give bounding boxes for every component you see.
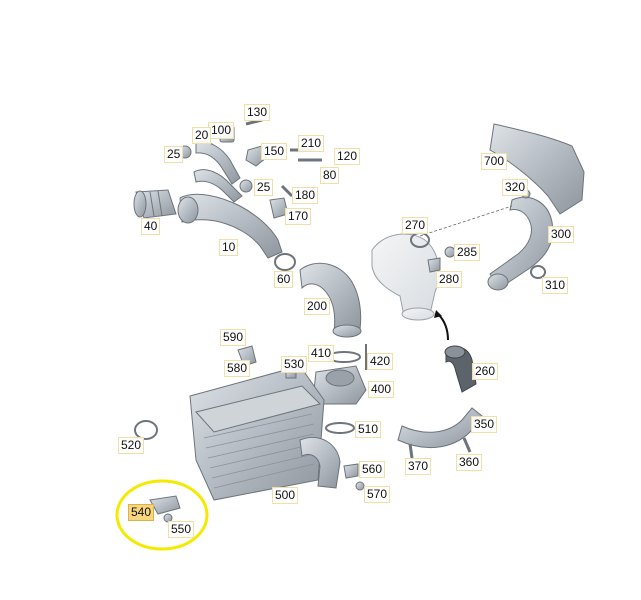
callout-360[interactable]: 360 <box>456 454 483 471</box>
air-duct-10 <box>177 193 283 259</box>
callout-80[interactable]: 80 <box>320 167 340 184</box>
callout-590[interactable]: 590 <box>220 329 247 346</box>
callout-40[interactable]: 40 <box>141 218 161 235</box>
callout-60[interactable]: 60 <box>274 271 294 288</box>
callout-550[interactable]: 550 <box>168 521 195 538</box>
leader-dashed <box>419 205 513 237</box>
callout-100[interactable]: 100 <box>208 122 235 139</box>
callout-580[interactable]: 580 <box>224 360 251 377</box>
pipe-350 <box>397 407 483 459</box>
callout-120[interactable]: 120 <box>334 148 361 165</box>
callout-170[interactable]: 170 <box>285 208 312 225</box>
callout-180[interactable]: 180 <box>292 187 319 204</box>
seal-520 <box>134 420 158 440</box>
callout-25-top[interactable]: 25 <box>164 146 184 163</box>
highlight-circle <box>115 479 209 551</box>
callout-320[interactable]: 320 <box>502 179 529 196</box>
callout-200[interactable]: 200 <box>304 298 331 315</box>
bellows-40 <box>133 189 177 219</box>
callout-25-mid[interactable]: 25 <box>254 179 274 196</box>
callout-420[interactable]: 420 <box>367 353 394 370</box>
callout-130[interactable]: 130 <box>244 104 271 121</box>
callout-520[interactable]: 520 <box>118 437 145 454</box>
callout-210[interactable]: 210 <box>298 135 325 152</box>
callout-300[interactable]: 300 <box>548 226 575 243</box>
callout-530[interactable]: 530 <box>281 356 308 373</box>
callout-350[interactable]: 350 <box>471 416 498 433</box>
callout-370[interactable]: 370 <box>405 458 432 475</box>
callout-560[interactable]: 560 <box>359 461 386 478</box>
direction-arrow <box>437 313 449 341</box>
callout-150[interactable]: 150 <box>261 143 288 160</box>
callout-20[interactable]: 20 <box>192 127 212 144</box>
callout-510[interactable]: 510 <box>355 421 382 438</box>
hose-260 <box>444 345 477 393</box>
turbo-housing <box>371 233 440 321</box>
charge-pipe-200 <box>299 262 362 338</box>
callout-10[interactable]: 10 <box>219 239 239 256</box>
intake-hose-20 <box>193 141 243 203</box>
callout-410[interactable]: 410 <box>308 345 335 362</box>
callout-285[interactable]: 285 <box>454 244 481 261</box>
callout-310[interactable]: 310 <box>542 277 569 294</box>
seal-510 <box>325 422 355 434</box>
exhaust-pipe-300 <box>487 196 554 291</box>
callout-400[interactable]: 400 <box>368 381 395 398</box>
intercooler-500 <box>189 365 341 501</box>
callout-260[interactable]: 260 <box>472 363 499 380</box>
callout-500[interactable]: 500 <box>272 487 299 504</box>
small-parts-turbo <box>410 189 546 279</box>
callout-270[interactable]: 270 <box>402 217 429 234</box>
callout-280[interactable]: 280 <box>436 271 463 288</box>
callout-700[interactable]: 700 <box>481 153 508 170</box>
callout-540-highlighted[interactable]: 540 <box>128 504 155 521</box>
callout-570[interactable]: 570 <box>364 486 391 503</box>
arrow-head <box>434 310 442 318</box>
